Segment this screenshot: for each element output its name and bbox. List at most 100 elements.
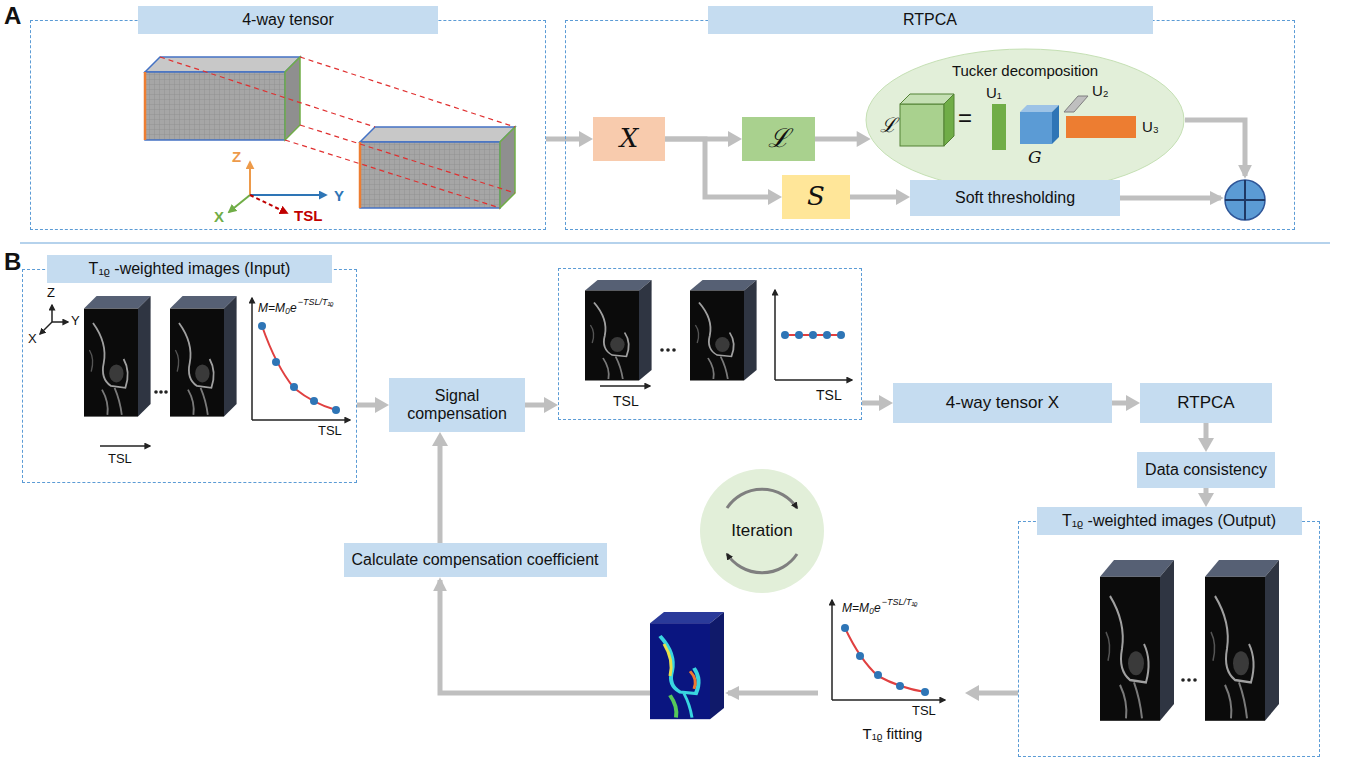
arrow-line [862,401,881,406]
arrow-head [879,395,893,411]
axis-label: Y [334,187,344,204]
flow-arrow [850,189,910,205]
arrow-line [850,195,898,200]
node-label: RTPCA [1177,393,1234,413]
axis-label: Z [47,286,55,301]
equation: M=M₀e [258,302,297,316]
iteration-circle: Iteration [700,469,824,593]
axis-label: TSL [613,393,639,409]
arrow-head [768,189,782,205]
node-label: Iteration [731,521,792,541]
process-box: Soft thresholding [910,180,1120,216]
node-label: Calculate compensation coefficient [352,551,599,569]
equation-exponent: −TSL/T₁ᵨ [298,297,334,307]
axis-label: TSL [294,207,322,224]
ellipse-title: Tucker decomposition [865,62,1185,79]
factor-label: G [1028,148,1042,168]
equation-exponent: −TSL/T₁ᵨ [882,597,918,607]
panel-heading: T₁ᵨ -weighted images (Input) [47,255,332,283]
dashed-border [1018,521,1320,757]
arrow-head [965,685,979,701]
input-illustration [40,296,350,446]
factor-label: U₁ [986,84,1002,101]
flow-arrow [1198,423,1214,452]
arrow-head [1198,493,1214,507]
flow-arrow [965,685,1018,701]
axes [229,162,326,213]
tensor-panel: 4-way tensor [30,6,546,230]
flow-arrow [432,432,448,543]
axis-label: TSL [318,424,342,439]
node-label: S [807,182,825,212]
flow-arrow [1112,395,1140,411]
output-panel: T₁ᵨ -weighted images (Output) [1018,507,1320,757]
arrow-line [357,403,377,408]
arrow-head [579,131,593,147]
node-label: Signal compensation [389,387,525,424]
node-label: ℒ [768,124,790,154]
panel-heading: T₁ᵨ -weighted images (Output) [1037,507,1302,535]
flow-arrow [1198,488,1214,507]
arrow-head [432,432,448,446]
node-label: Soft thresholding [955,189,1075,207]
axis-label: X [214,208,224,225]
equals-sign: = [958,104,972,132]
fitting-group: T₁ᵨ fitting [820,592,965,744]
fitting-plot [832,600,945,700]
axis-label: X [28,332,37,347]
flow-arrow [862,395,893,411]
flow-arrow [815,131,871,147]
tensor-block: X [593,117,665,161]
axis-label: Z [232,148,241,165]
arrow-head [375,397,389,413]
panel-heading: RTPCA [708,6,1153,34]
tensor-slabs [145,57,515,208]
process-box: Calculate compensation coefficient [344,543,607,577]
node-label: 4-way tensor X [946,393,1059,413]
arrow-head [544,397,558,413]
node-label: X [620,124,639,154]
sparse-block: S [782,175,850,219]
factor-label: ℒ [880,114,897,137]
lowrank-block: ℒ [742,117,815,161]
panel-letter: A [4,2,21,30]
process-box: 4-way tensor X [893,383,1112,423]
arrow-head [728,131,742,147]
process-box: Signal compensation [389,378,525,432]
t1rho-map [650,612,724,719]
node-label: Data consistency [1145,461,1267,479]
arrow-line [438,444,443,543]
arrow-head [1126,395,1140,411]
compensated-panel: TSL TSL [558,268,862,420]
axis-label: Y [71,314,80,329]
arrow-line [977,691,1018,696]
factor-label: U₃ [1142,118,1159,135]
panel-letter: B [4,248,21,276]
axis-label: TSL [816,387,842,403]
factor-label: U₂ [1092,82,1109,99]
flow-arrow [357,397,389,413]
process-box: RTPCA [1140,383,1272,423]
arrow-head [1198,438,1214,452]
sum-symbol [1225,180,1265,220]
input-panel: T₁ᵨ -weighted images (Input) [22,255,357,483]
output-illustration [1100,560,1279,721]
rtpca-panel: RTPCA X ℒ Tucker decompositionS Soft thresho… [565,6,1295,230]
process-box: Data consistency [1137,452,1275,488]
equation: M=M₀e [842,602,881,616]
iteration-symbol [700,469,824,593]
axis-label: TSL [912,704,936,719]
arrow-line [1112,401,1128,406]
tucker-ellipse: Tucker decomposition [865,48,1185,192]
plot-caption: T₁ᵨ fitting [820,725,965,742]
panel-heading: 4-way tensor [138,6,438,34]
flow-arrow [546,131,593,147]
flow-arrow [525,397,558,413]
dashed-border [30,20,546,230]
arrow-line [1204,423,1209,440]
arrow-head [896,189,910,205]
arrow-line [546,137,581,142]
arrow-line [525,403,546,408]
arrow-line [815,137,859,142]
